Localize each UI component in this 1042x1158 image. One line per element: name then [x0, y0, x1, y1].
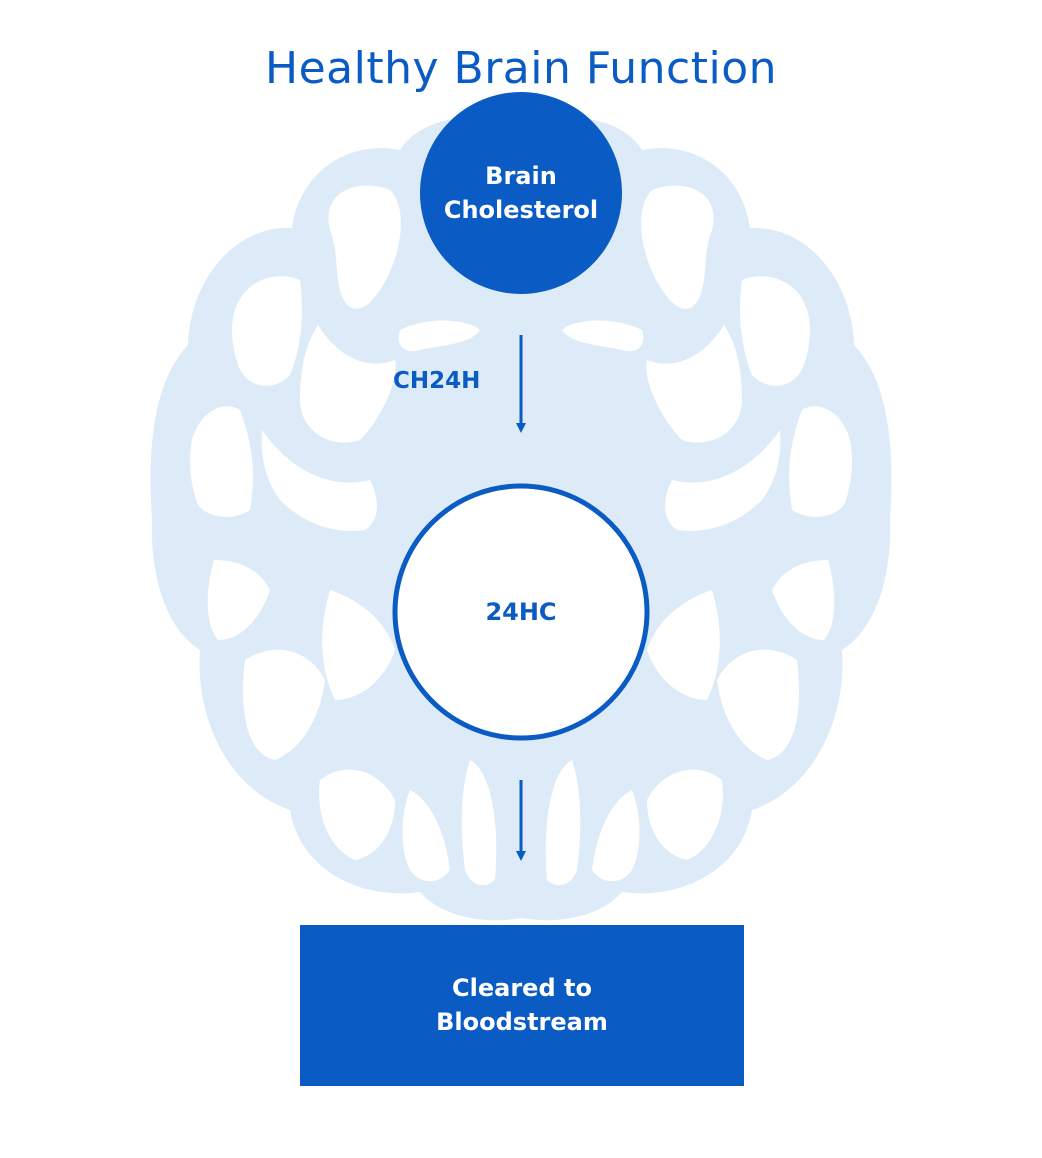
brain-fold	[461, 760, 497, 886]
hc24-text: 24HC	[485, 598, 557, 626]
brain-fold	[319, 769, 395, 860]
brain-fold	[398, 320, 480, 352]
brain-fold	[190, 406, 253, 517]
brain-fold	[243, 649, 325, 760]
brain-fold	[647, 769, 723, 860]
brain-cholesterol-line1: Brain	[485, 162, 557, 190]
brain-fold	[207, 560, 270, 640]
brain-fold	[545, 760, 581, 886]
brain-fold	[402, 790, 450, 882]
diagram-title: Healthy Brain Function	[265, 43, 777, 95]
hc24-node	[392, 483, 650, 741]
brain-fold	[717, 649, 799, 760]
brain-fold	[665, 430, 781, 531]
brain-fold	[322, 590, 395, 700]
brain-fold	[261, 430, 377, 531]
hc24-label: 24HC	[421, 592, 621, 632]
brain-cholesterol-line2: Cholesterol	[443, 196, 599, 224]
cleared-label: Cleared to Bloodstream	[300, 955, 744, 1055]
brain-cholesterol-node	[420, 92, 622, 294]
brain-fold	[789, 406, 852, 517]
brain-fold	[772, 560, 835, 640]
brain-fold	[646, 325, 742, 443]
ch24h-label: CH24H	[393, 368, 481, 394]
brain-fold	[562, 320, 644, 352]
brain-fold	[328, 185, 401, 309]
cleared-line1: Cleared to	[452, 974, 592, 1002]
brain-fold	[300, 325, 396, 443]
brain-fold	[647, 590, 720, 700]
cleared-line2: Bloodstream	[436, 1008, 608, 1036]
brain-fold	[592, 790, 640, 882]
cleared-node	[300, 925, 744, 1086]
brain-fold	[232, 276, 302, 386]
brain-fold	[740, 276, 810, 386]
brain-fold	[641, 185, 714, 309]
brain-cholesterol-label: Brain Cholesterol	[421, 143, 621, 243]
